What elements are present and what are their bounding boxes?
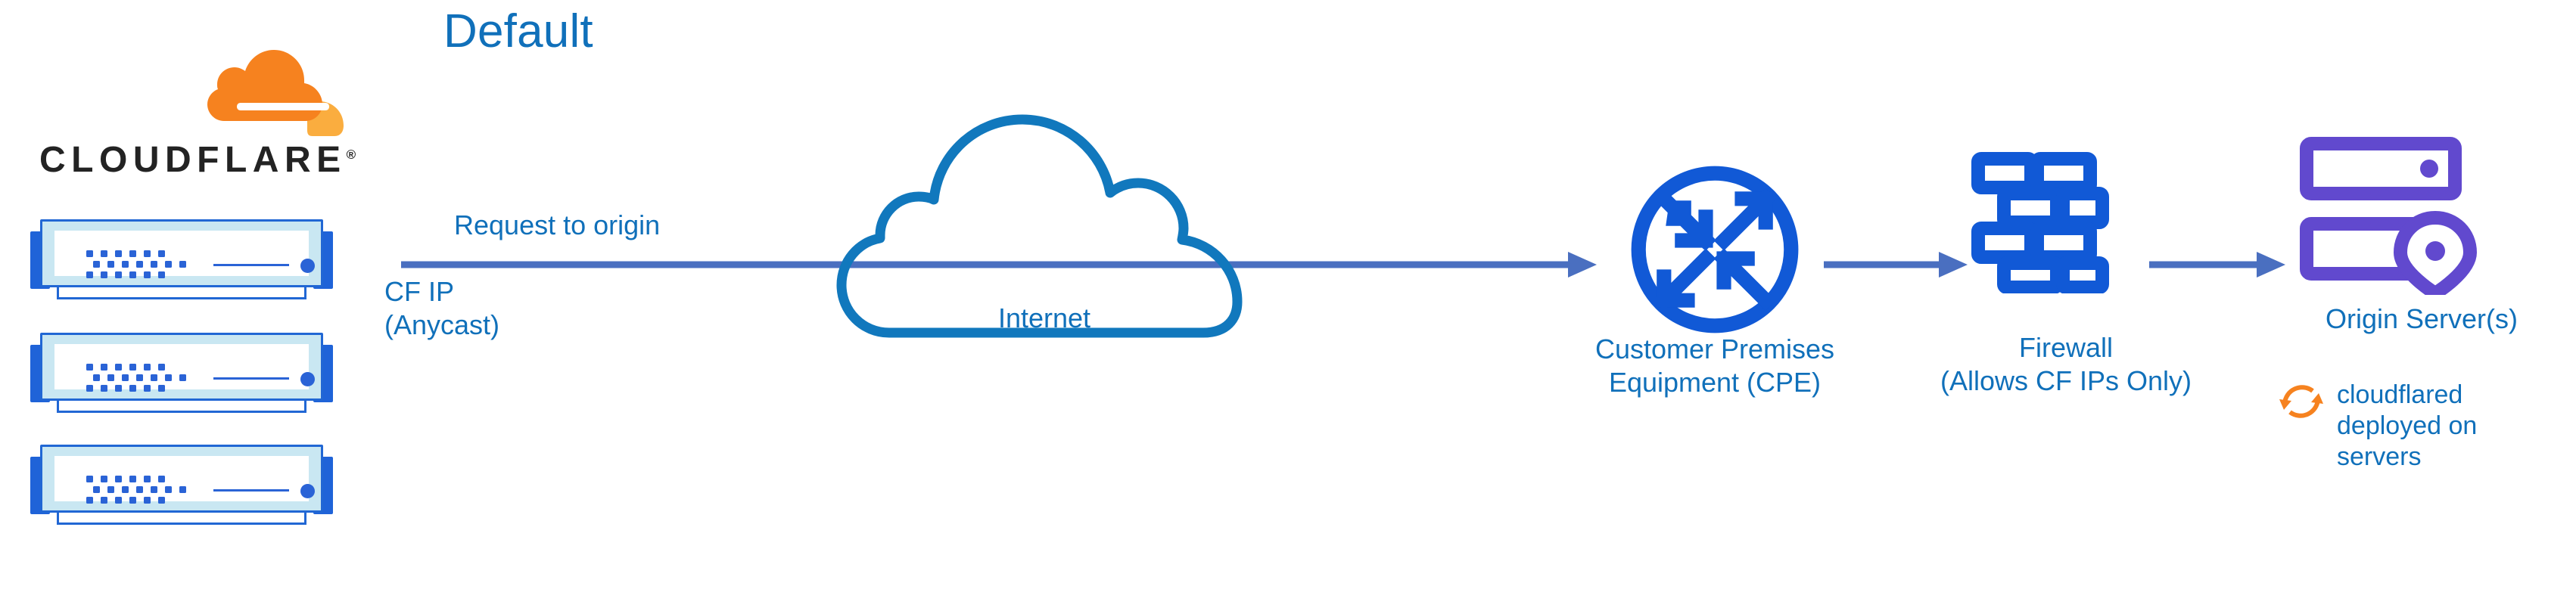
server-base <box>57 287 306 299</box>
page-title: Default <box>443 5 593 57</box>
server-base <box>57 401 306 413</box>
registered-mark: ® <box>346 147 356 162</box>
server-rack-unit <box>30 333 333 414</box>
server-rack-unit <box>30 445 333 526</box>
cloudflare-wordmark: CLOUDFLARE® <box>39 139 356 181</box>
arrow-firewall-to-origin <box>2149 250 2285 280</box>
server-face <box>54 344 315 392</box>
server-status-led <box>300 372 315 386</box>
cloudflare-brand: CLOUDFLARE® <box>39 47 357 191</box>
sync-arrows-icon <box>2278 378 2325 425</box>
server-body <box>40 219 323 287</box>
router-icon <box>1624 159 1806 340</box>
server-location-pin-icon <box>2299 136 2481 300</box>
brick-wall-icon <box>1965 150 2116 294</box>
node-label-origin-server: Origin Server(s) <box>2325 303 2518 334</box>
node-label-firewall: Firewall (Allows CF IPs Only) <box>1940 332 2192 396</box>
server-vent-dots <box>86 250 186 279</box>
server-slot-line <box>213 489 289 492</box>
server-slot-line <box>213 264 289 266</box>
server-vent-dots <box>86 476 186 504</box>
node-label-internet: Internet <box>997 302 1091 333</box>
cloudflared-note: cloudflared deployed on servers <box>2278 378 2565 473</box>
cloud-outline-icon <box>832 106 1256 340</box>
server-base <box>57 513 306 525</box>
cloudflare-cloud-icon <box>207 47 344 138</box>
edge-label-cf-ip-anycast: CF IP (Anycast) <box>384 276 500 340</box>
node-label-cpe: Customer Premises Equipment (CPE) <box>1594 333 1835 398</box>
cloudflared-label: cloudflared deployed on servers <box>2337 380 2478 471</box>
wordmark-text: CLOUDFLARE <box>39 140 347 180</box>
server-body <box>40 333 323 401</box>
server-body <box>40 445 323 513</box>
server-status-led <box>300 484 315 498</box>
server-slot-line <box>213 377 289 380</box>
server-rack-unit <box>30 219 333 301</box>
arrow-cpe-to-firewall <box>1824 250 1968 280</box>
server-vent-dots <box>86 364 186 392</box>
server-face <box>54 231 315 279</box>
edge-label-request-to-origin: Request to origin <box>454 209 661 240</box>
server-face <box>54 456 315 504</box>
arrow-servers-to-cpe <box>401 250 1597 280</box>
server-status-led <box>300 259 315 273</box>
